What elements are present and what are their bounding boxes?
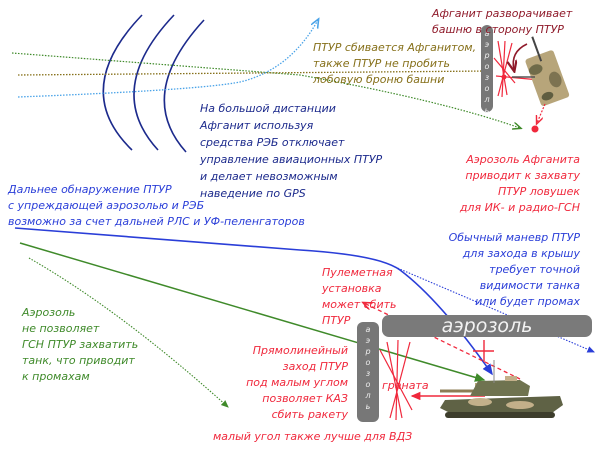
trajectory-blue-miss	[394, 266, 596, 353]
trajectory-green-miss	[28, 257, 229, 408]
aerosol-letter: о	[484, 62, 490, 71]
tank-top-view	[525, 36, 570, 106]
aerosol-letter: ь	[365, 402, 371, 411]
aerosol-letter: р	[365, 347, 371, 356]
text-line: установка	[322, 282, 382, 295]
text-line: ПТУР сбивается Афганитом,	[313, 41, 477, 54]
text-line: Аэрозоль	[22, 306, 76, 319]
text-line: приводит к захвату	[465, 169, 580, 182]
aerosol-bar-horizontal: аэрозоль	[382, 315, 592, 337]
aerosol-letter: э	[365, 336, 371, 345]
aerosol-letter: л	[484, 95, 490, 104]
text-line: Дальнее обнаружение ПТУР	[8, 183, 172, 196]
text-line: для ИК- и радио-ГСН	[459, 201, 580, 214]
aerosol-horizontal-label: аэрозоль	[441, 315, 533, 337]
text-line: наведение по GPS	[200, 187, 306, 200]
text-line: управление авиационных ПТУР	[200, 153, 383, 166]
text-line: видимости танка	[479, 279, 580, 292]
text-line: или будет промах	[475, 295, 580, 308]
aerosol-letter: а	[484, 29, 490, 38]
impact-point	[501, 74, 507, 80]
text-line: сбить ракету	[271, 408, 348, 421]
text-line: под малым углом	[246, 376, 348, 389]
aerosol-letter: з	[365, 369, 371, 378]
text-line: возможно за счет дальней РЛС и УФ-пеленг…	[8, 215, 305, 228]
text-line: ПТУР ловушек	[497, 185, 580, 198]
text-line: с упреждающей аэрозолью и РЭБ	[8, 199, 205, 212]
text-line: Аэрозоль Афганита	[466, 153, 580, 166]
ew-wave-arc	[163, 19, 205, 153]
text-line: к промахам	[22, 370, 90, 383]
label-straight-approach: Прямолинейный заход ПТУР под малым углом по…	[246, 343, 348, 423]
text-line: может сбить	[322, 298, 397, 311]
text-line: Обычный маневр ПТУР	[448, 231, 580, 244]
turret-turn-arrow	[513, 43, 528, 70]
text-line: Афганит разворачивает	[432, 7, 573, 20]
aerosol-letter: ь	[484, 106, 490, 115]
label-early-detection: Дальнее обнаружение ПТУР с упреждающей аэ…	[8, 182, 305, 230]
text-line: требует точной	[489, 263, 580, 276]
top-scene	[481, 25, 570, 133]
aerosol-letter: э	[484, 40, 490, 49]
text-line: Афганит используя	[200, 119, 314, 132]
trajectory-lightblue	[17, 20, 318, 98]
aerosol-letter: о	[484, 84, 490, 93]
aerosol-letter: о	[365, 358, 371, 367]
text-line: Пулеметная	[322, 266, 393, 279]
label-low-angle-era: малый угол также лучше для ВДЗ	[213, 430, 413, 443]
aerosol-letter: о	[365, 380, 371, 389]
trajectory-olive	[17, 71, 490, 75]
missed-atgm-arrow	[537, 103, 546, 123]
intercept-cross	[473, 340, 494, 362]
label-turret-turn: Афганит разворачивает башню в сторону ПТУ…	[432, 6, 572, 38]
text-line: ПТУР	[322, 314, 351, 327]
label-grenade: граната	[382, 379, 429, 392]
text-line: и делает невозможным	[200, 170, 338, 183]
text-line: позволяет КАЗ	[262, 392, 348, 405]
miss-point	[531, 125, 539, 133]
text-line: для захода в крышу	[462, 247, 580, 260]
aerosol-letter: а	[365, 325, 371, 334]
label-top-attack: Обычный маневр ПТУР для захода в крышу тре…	[449, 230, 580, 310]
aerosol-letter: л	[365, 391, 371, 400]
ew-wave-arcs	[102, 14, 205, 153]
ew-wave-arc	[102, 14, 143, 151]
text-line: Прямолинейный	[252, 344, 348, 357]
aerosol-letter: р	[484, 51, 490, 60]
text-line: средства РЭБ отключает	[200, 136, 345, 149]
trajectory-green-top	[11, 52, 520, 128]
label-atgm-shot-down: ПТУР сбивается Афганитом, также ПТУР не п…	[313, 40, 476, 88]
trajectory-green-straight	[19, 242, 486, 382]
text-line: ГСН ПТУР захватить	[22, 338, 139, 351]
aerosol-letter: з	[484, 73, 490, 82]
grenade-burst	[379, 339, 413, 421]
tank-side-view	[440, 360, 563, 418]
text-line: лобовую броню башни	[313, 73, 445, 86]
text-line: башню в сторону ПТУР	[432, 23, 564, 36]
text-line: не позволяет	[22, 322, 100, 335]
text-line: танк, что приводит	[22, 354, 135, 367]
text-line: заход ПТУР	[282, 360, 348, 373]
ew-wave-arc	[133, 14, 175, 151]
text-line: также ПТУР не пробить	[313, 57, 450, 70]
text-line: На большой дистанции	[200, 102, 336, 115]
